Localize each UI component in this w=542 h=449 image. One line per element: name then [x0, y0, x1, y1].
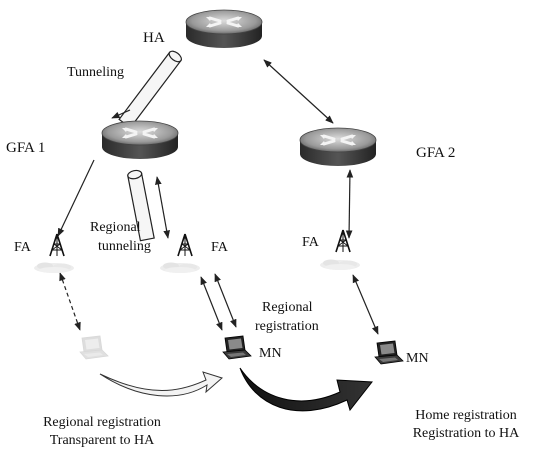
link-ha-gfa2	[263, 59, 334, 124]
coverage-cloud-icon	[320, 259, 360, 270]
label-ha: HA	[143, 30, 165, 46]
label-gfa2: GFA 2	[416, 145, 455, 161]
caption-left-line2: Transparent to HA	[50, 433, 155, 448]
label-fa-right: FA	[302, 235, 320, 250]
link-gfa2-fa-right	[345, 169, 354, 239]
router-icon	[298, 126, 378, 168]
old-mn-position	[79, 335, 109, 360]
link-gfa1-fa-left	[57, 159, 95, 237]
router-gfa1	[100, 119, 180, 161]
label-gfa1: GFA 1	[6, 140, 45, 156]
laptop-icon	[222, 335, 252, 360]
router-gfa2	[298, 126, 378, 168]
connections	[57, 59, 379, 335]
fa-right-node	[320, 229, 360, 270]
tunnel-gfa1-fa-mid	[127, 169, 155, 242]
label-tunneling: Tunneling	[67, 65, 124, 80]
movement-arrow-regional	[99, 371, 223, 397]
label-mn-right: MN	[406, 351, 429, 366]
link-fa-left-old-mn	[59, 272, 81, 331]
fa-mid-node	[160, 233, 200, 273]
label-fa-mid: FA	[211, 240, 229, 255]
mn-right-node	[374, 340, 404, 365]
laptop-icon	[79, 335, 109, 360]
label-fa-left: FA	[14, 240, 32, 255]
laptop-icon	[374, 340, 404, 365]
fa-left-node	[34, 233, 74, 273]
router-icon	[184, 8, 264, 50]
link-fa-mid-mn-b	[214, 273, 237, 328]
caption-right-line1: Home registration	[415, 408, 516, 423]
coverage-cloud-icon	[34, 262, 74, 273]
label-regional-tunneling-2: tunneling	[98, 239, 151, 254]
caption-left-line1: Regional registration	[43, 415, 161, 430]
label-regional-tunneling-1: Regional	[90, 220, 141, 235]
antenna-tower-icon	[49, 233, 65, 257]
coverage-cloud-icon	[160, 262, 200, 273]
label-regional-registration-1: Regional	[262, 300, 313, 315]
antenna-tower-icon	[177, 233, 193, 257]
antenna-tower-icon	[335, 229, 351, 253]
tunnel-arrow	[111, 109, 131, 119]
router-icon	[100, 119, 180, 161]
movement-arrow-home	[239, 367, 373, 412]
link-gfa1-fa-mid-a	[155, 176, 170, 239]
tunnel-ha-gfa1	[118, 50, 182, 129]
caption-right-line2: Registration to HA	[413, 426, 520, 441]
router-ha	[184, 8, 264, 50]
label-regional-registration-2: registration	[255, 319, 319, 334]
label-mn-mid: MN	[259, 346, 282, 361]
mn-mid-node	[222, 335, 252, 360]
link-fa-right-mn	[352, 274, 379, 335]
